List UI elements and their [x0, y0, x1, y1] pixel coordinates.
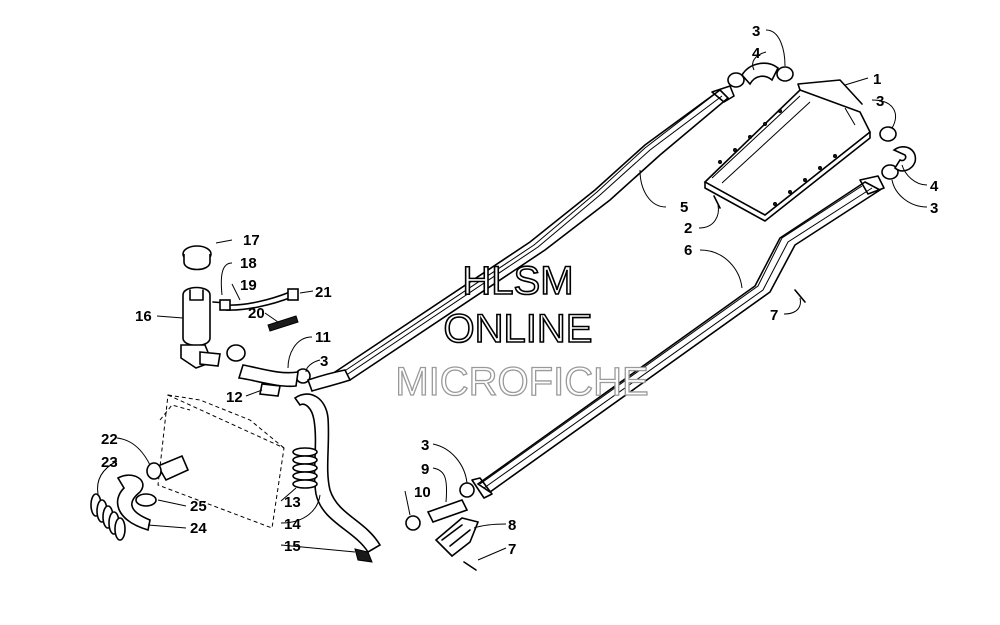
callout-9: 9: [421, 461, 429, 478]
callout-4: 4: [752, 45, 761, 62]
callout-3: 3: [421, 437, 429, 454]
callout-17: 17: [243, 232, 260, 249]
callout-3: 3: [876, 93, 884, 110]
spring-13: [292, 447, 318, 489]
callout-5: 5: [680, 199, 688, 216]
heat-exchanger-plate: [703, 79, 872, 222]
lower-left-hose: [90, 454, 190, 541]
callout-22: 22: [101, 431, 118, 448]
callout-15: 15: [284, 538, 301, 555]
vent-tube: [219, 288, 299, 332]
callout-16: 16: [135, 308, 152, 325]
watermark: HLSM ONLINE MICROFICHE: [395, 258, 650, 404]
watermark-line-1: HLSM: [462, 259, 573, 303]
callout-20: 20: [248, 305, 265, 322]
callout-numbers: 3 4 1 3 4 3 5 2 6 7 17 18 19 21 20 16 11…: [101, 23, 939, 558]
leader-lines: [97, 29, 928, 561]
long-return-hose: [292, 393, 382, 563]
callout-19: 19: [240, 277, 257, 294]
callout-18: 18: [240, 255, 257, 272]
callout-24: 24: [190, 520, 207, 537]
outlet-hose: [226, 344, 352, 397]
callout-21: 21: [315, 284, 332, 301]
callout-3: 3: [320, 353, 328, 370]
callout-3: 3: [930, 200, 938, 217]
connector-bracket: [426, 195, 806, 571]
callout-11: 11: [315, 329, 331, 346]
lower-cooler-rail: [471, 175, 885, 499]
radiator-outline: [157, 394, 285, 529]
hose-clamps: [295, 66, 899, 531]
callout-12: 12: [226, 389, 243, 406]
spring-24: [90, 493, 126, 541]
callout-10: 10: [414, 484, 431, 501]
callout-13: 13: [284, 494, 301, 511]
callout-2: 2: [684, 220, 692, 237]
callout-14: 14: [284, 516, 301, 533]
callout-23: 23: [101, 454, 118, 471]
callout-7: 7: [770, 307, 778, 324]
callout-7: 7: [508, 541, 516, 558]
watermark-line-3: MICROFICHE: [395, 360, 648, 404]
coolant-bottle: [180, 245, 227, 369]
callout-1: 1: [873, 71, 881, 88]
elbow-hoses: [741, 62, 917, 172]
callout-4: 4: [930, 178, 939, 195]
callout-3: 3: [752, 23, 760, 40]
callout-8: 8: [508, 517, 516, 534]
watermark-line-2: ONLINE: [444, 307, 593, 351]
callout-6: 6: [684, 242, 692, 259]
callout-25: 25: [190, 498, 207, 515]
